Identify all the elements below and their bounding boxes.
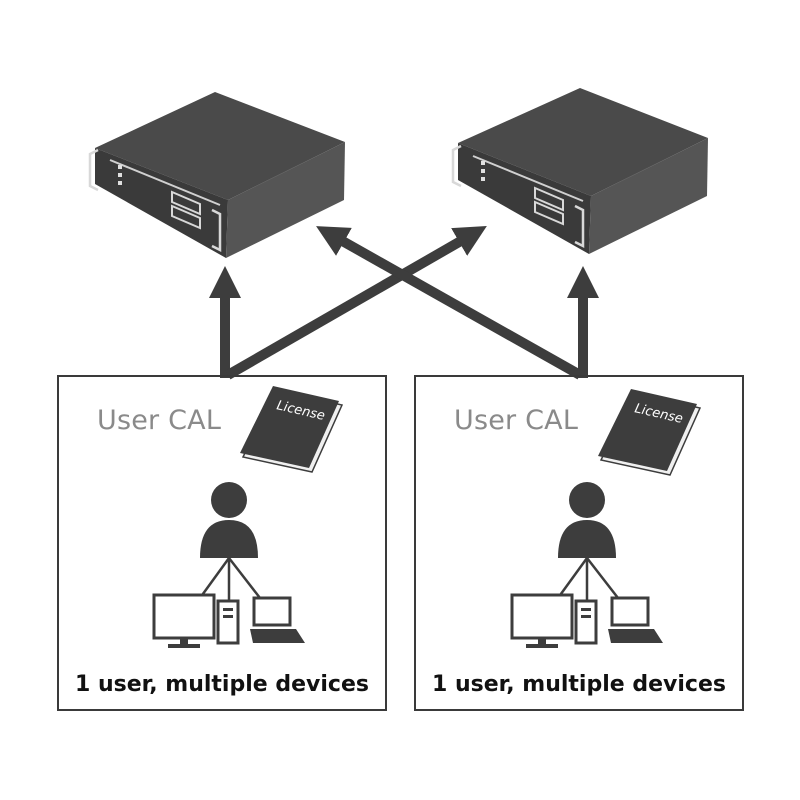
device-connectors-left <box>198 557 261 600</box>
arrow-up-icon-cross-to-left <box>316 226 583 380</box>
user-icon-right <box>558 482 616 558</box>
cal-title: User CAL <box>97 405 222 436</box>
server-icon-right <box>451 88 708 254</box>
server-icon-left <box>88 92 345 258</box>
user-cal-panel-right: User CAL 1 user, multiple devices <box>414 375 744 711</box>
license-book-icon-left: License <box>240 386 344 473</box>
laptop-icon-left <box>250 596 305 643</box>
device-connectors-right <box>556 557 619 600</box>
desktop-tower-icon-right <box>574 599 598 645</box>
monitor-icon-right <box>510 593 574 648</box>
laptop-icon-right <box>608 596 663 643</box>
monitor-icon-left <box>152 593 216 648</box>
panel-caption: 1 user, multiple devices <box>75 672 369 697</box>
user-cal-panel-left: User CAL 1 user, multiple devices <box>57 375 387 711</box>
user-icon-left <box>200 482 258 558</box>
arrow-up-icon-cross-to-right <box>225 226 487 380</box>
desktop-tower-icon-left <box>216 599 240 645</box>
license-book-icon-right: License <box>598 389 702 476</box>
panel-caption: 1 user, multiple devices <box>432 672 726 697</box>
cal-title: User CAL <box>454 405 579 436</box>
